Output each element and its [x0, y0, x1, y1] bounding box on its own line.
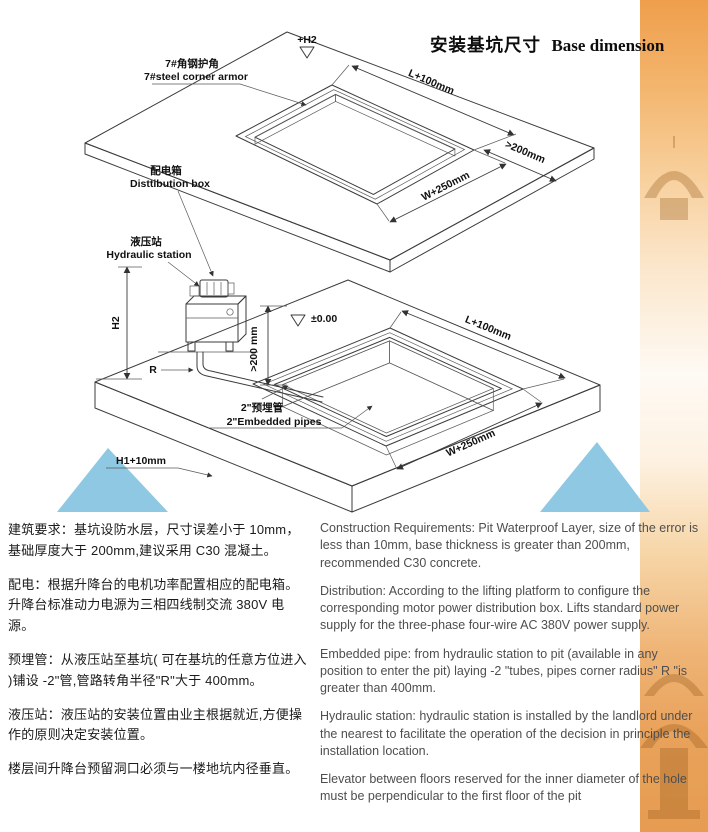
notes-chinese-column: 建筑要求：基坑设防水层，尺寸误差小于 10mm，基础厚度大于 200mm,建议采…: [8, 520, 308, 817]
hydraulic-station-en-label: Hydraulic station: [106, 249, 191, 261]
note-zh-construction: 建筑要求：基坑设防水层，尺寸误差小于 10mm，基础厚度大于 200mm,建议采…: [8, 522, 300, 558]
corner-armor-zh-label: 7#角钢护角: [165, 57, 219, 70]
dim-h1-label: H1+10mm: [116, 455, 166, 467]
benchmark-bottom-label: ±0.00: [311, 313, 337, 325]
dimension-lines: [96, 46, 566, 478]
pagoda-watermark-bottom: [640, 674, 708, 819]
pagoda-watermark-top: [644, 136, 704, 220]
ground-mark-left: [57, 448, 168, 512]
dim-h2-label: H2: [110, 316, 122, 330]
embedded-pipes-drawing: [196, 351, 324, 403]
note-zh-elevator-hole: 楼层间升降台预留洞口必须与一楼地坑内径垂直。: [8, 761, 299, 777]
hydraulic-station-zh-label: 液压站: [130, 235, 162, 248]
distribution-box-en-label: Disttibution box: [130, 178, 210, 190]
note-zh-hydraulic: 液压站：液压站的安装位置由业主根据就近,方便操作的原则决定安装位置。: [8, 706, 303, 743]
radius-label: R: [149, 364, 157, 376]
dim-w250-top-label: W+250mm: [420, 169, 472, 203]
notes-english-column: Construction Requirements: Pit Waterproo…: [320, 520, 702, 817]
embedded-pipes-en-label: 2"Embedded pipes: [227, 416, 322, 428]
corner-armor-en-label: 7#steel corner armor: [144, 71, 248, 83]
note-en-hydraulic: Hydraulic station: hydraulic station is …: [320, 709, 693, 758]
page-title-zh: 安装基坑尺寸: [430, 35, 541, 55]
notes-section: 建筑要求：基坑设防水层，尺寸误差小于 10mm，基础厚度大于 200mm,建议采…: [8, 520, 702, 817]
lower-pit-block: [94, 279, 601, 513]
dim-200-top-label: >200mm: [503, 138, 547, 166]
note-en-embedded-pipe: Embedded pipe: from hydraulic station to…: [320, 646, 687, 696]
page-title-en: Base dimension: [551, 36, 665, 55]
ground-mark-right: [540, 442, 650, 512]
dim-depth-label: >200 mm: [248, 326, 260, 371]
note-en-distribution: Distribution: According to the lifting p…: [320, 583, 680, 633]
note-zh-distribution: 配电：根据升降台的电机功率配置相应的配电箱。升降台标准动力电源为三相四线制交流 …: [8, 576, 299, 634]
base-dimension-diagram: +H2 7#角钢护角 7#steel corner armor L+100mm …: [57, 31, 650, 513]
distribution-box-zh-label: 配电箱: [150, 164, 182, 177]
note-en-construction: Construction Requirements: Pit Waterproo…: [320, 521, 699, 570]
note-en-elevator-hole: Elevator between floors reserved for the…: [320, 772, 687, 804]
hydraulic-station-drawing: [158, 279, 258, 353]
side-band: [640, 0, 708, 832]
page-title: 安装基坑尺寸 Base dimension: [430, 32, 664, 57]
upper-slab: [84, 31, 595, 273]
dim-w250-bottom-label: W+250mm: [444, 427, 497, 459]
benchmark-top-label: +H2: [297, 34, 317, 46]
embedded-pipes-zh-label: 2"预埋管: [241, 401, 284, 414]
note-zh-embedded-pipe: 预埋管：从液压站至基坑( 可在基坑的任意方位进入 )铺设 -2"管,管路转角半径…: [8, 651, 307, 688]
